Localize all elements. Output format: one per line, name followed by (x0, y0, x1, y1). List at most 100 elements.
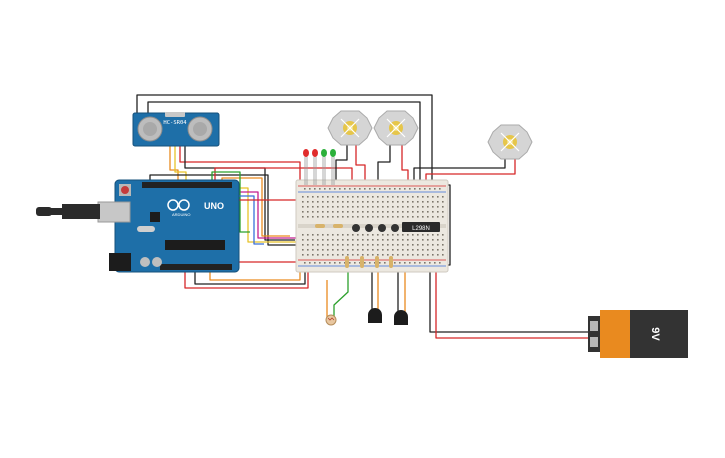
wire-red[interactable] (214, 167, 353, 185)
breadboard-rail-hole (364, 188, 366, 190)
breadboard-hole (387, 234, 389, 236)
breadboard-rail-hole (374, 188, 376, 190)
breadboard-hole (347, 206, 349, 208)
wire-black[interactable] (335, 145, 348, 185)
wire-red[interactable] (401, 145, 409, 185)
resistor-icon[interactable] (345, 256, 349, 268)
breadboard-hole (357, 211, 359, 213)
resistors[interactable] (315, 224, 393, 268)
wire-black[interactable] (147, 101, 421, 185)
breadboard-hole (307, 206, 309, 208)
breadboard-rail-hole (334, 262, 336, 264)
wire-yellow[interactable] (229, 182, 303, 243)
breadboard-hole (442, 216, 444, 218)
wire-black[interactable] (136, 94, 433, 185)
breadboard-hole (312, 211, 314, 213)
breadboard-hole (327, 234, 329, 236)
dc-motor-3[interactable] (487, 124, 533, 160)
breadboard-hole (347, 254, 349, 256)
breadboard-hole (417, 244, 419, 246)
breadboard-hole (387, 196, 389, 198)
ultrasonic-sensor[interactable]: HC-SR04 (132, 112, 220, 147)
breadboard-hole (322, 234, 324, 236)
led-red-icon[interactable] (303, 149, 309, 185)
wire-red[interactable] (435, 270, 588, 339)
resistor-icon[interactable] (389, 256, 393, 268)
resistor-icon[interactable] (360, 256, 364, 268)
breadboard-hole (347, 244, 349, 246)
breadboard-hole (442, 206, 444, 208)
breadboard-hole (422, 249, 424, 251)
breadboard-hole (382, 234, 384, 236)
breadboard-rail-hole (319, 262, 321, 264)
breadboard-hole (417, 234, 419, 236)
battery-9v[interactable]: 9V (588, 310, 688, 358)
breadboard-hole (407, 196, 409, 198)
wire-green[interactable] (333, 270, 349, 318)
breadboard-hole (427, 211, 429, 213)
breadboard-hole (407, 211, 409, 213)
breadboard-hole (322, 206, 324, 208)
wire-black[interactable] (149, 174, 300, 246)
wire-orange[interactable] (221, 177, 290, 237)
wire-red[interactable] (184, 266, 309, 289)
breadboard-hole (302, 244, 304, 246)
wire-red[interactable] (355, 145, 366, 185)
dc-motor-2[interactable] (373, 110, 419, 146)
led-group (303, 149, 336, 185)
photoresistor-icon[interactable] (325, 314, 337, 326)
breadboard-rail-hole (394, 262, 396, 264)
resistor-icon[interactable] (333, 224, 343, 228)
transistor-2[interactable] (394, 310, 408, 325)
breadboard-hole (322, 254, 324, 256)
wire-yellow[interactable] (174, 146, 187, 182)
breadboard-hole (377, 196, 379, 198)
breadboard-rail-hole (424, 188, 426, 190)
breadboard-hole (392, 206, 394, 208)
resistor-icon[interactable] (315, 224, 325, 228)
breadboard-hole (312, 201, 314, 203)
breadboard-hole (347, 201, 349, 203)
breadboard-hole (372, 244, 374, 246)
wire-red[interactable] (179, 146, 301, 182)
wire-orange[interactable] (209, 266, 301, 281)
arduino-board[interactable]: UNO ARDUINO (97, 179, 240, 273)
sensor-label: HC-SR04 (163, 120, 187, 126)
breadboard-hole (377, 234, 379, 236)
breadboard-hole (437, 239, 439, 241)
wire-black[interactable] (377, 145, 391, 185)
breadboard-hole (382, 211, 384, 213)
wire-black[interactable] (429, 184, 588, 333)
breadboard-hole (382, 239, 384, 241)
motor-driver-ic[interactable]: L298N (402, 222, 440, 232)
breadboard-hole (332, 211, 334, 213)
breadboard-hole (442, 254, 444, 256)
breadboard-rail-hole (304, 262, 306, 264)
led-green-icon[interactable] (330, 149, 336, 185)
breadboard-hole (357, 254, 359, 256)
push-buttons[interactable] (352, 224, 399, 232)
breadboard-hole (357, 216, 359, 218)
breadboard-hole (387, 239, 389, 241)
wire-black[interactable] (413, 158, 506, 185)
breadboard-hole (437, 216, 439, 218)
breadboard-hole (322, 244, 324, 246)
breadboard-hole (387, 244, 389, 246)
led-red-icon[interactable] (312, 149, 318, 185)
resistor-icon[interactable] (375, 256, 379, 268)
led-green-icon[interactable] (321, 149, 327, 185)
wire-green[interactable] (211, 171, 250, 233)
transistor-1[interactable] (368, 308, 382, 323)
breadboard-rail-hole (384, 262, 386, 264)
breadboard-hole (377, 216, 379, 218)
dc-motor-1[interactable] (327, 110, 373, 146)
breadboard-hole (332, 244, 334, 246)
breadboard-hole (437, 254, 439, 256)
breadboard-hole (367, 249, 369, 251)
breadboard-hole (372, 196, 374, 198)
breadboard-rail-hole (404, 262, 406, 264)
wire-orange[interactable] (169, 146, 179, 182)
breadboard-rail-hole (404, 188, 406, 190)
wire-black[interactable] (194, 266, 306, 285)
